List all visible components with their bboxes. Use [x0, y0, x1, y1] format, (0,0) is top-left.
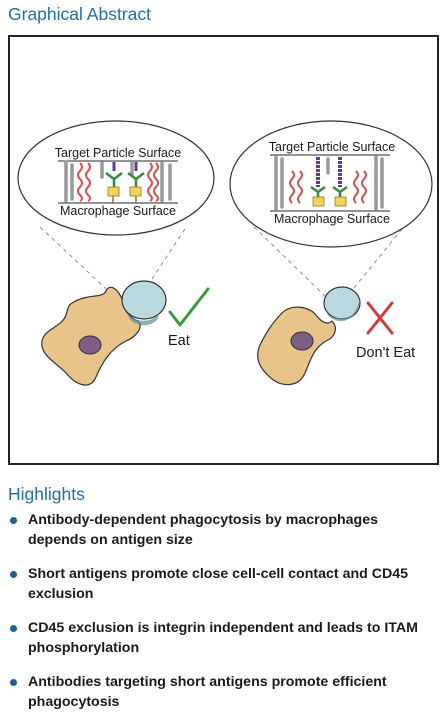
highlight-line: phagocytosis: [28, 694, 120, 710]
highlight-item: Antibody-dependent phagocytosis by macro…: [8, 510, 438, 550]
highlight-line: CD45 exclusion is integrin independent a…: [28, 620, 418, 636]
right-target-particle: [323, 286, 361, 320]
left-target-surface-label: Target Particle Surface: [55, 146, 181, 160]
cd45-molecules: [289, 170, 367, 204]
highlights-list: Antibody-dependent phagocytosis by macro…: [8, 510, 438, 726]
left-target-particle: [121, 280, 167, 320]
checkmark-icon: [168, 287, 210, 327]
graphical-abstract-diagram: Target Particle Surface Macrophage Surfa…: [17, 120, 433, 386]
right-target-surface-label: Target Particle Surface: [269, 140, 395, 154]
right-zoom-panel: Target Particle Surface Macrophage Surfa…: [229, 120, 433, 386]
bullet-icon: [10, 679, 17, 686]
highlight-line: Antibodies targeting short antigens prom…: [28, 674, 387, 690]
left-macrophage-surface-label: Macrophage Surface: [60, 204, 176, 218]
left-particle-shadow: [128, 313, 159, 326]
zoom-inset-ellipse: [229, 120, 433, 248]
bullet-icon: [10, 517, 17, 524]
right-nucleus: [290, 331, 314, 351]
bullet-icon: [10, 571, 17, 578]
highlight-item: Antibodies targeting short antigens prom…: [8, 672, 438, 712]
antibody-complex: [105, 162, 145, 203]
glycocalyx: [64, 160, 172, 203]
left-nucleus: [78, 335, 102, 355]
highlight-line: Antibody-dependent phagocytosis by macro…: [28, 512, 379, 528]
zoom-line: [253, 226, 329, 300]
glycocalyx: [274, 155, 384, 211]
right-particle-shadow: [326, 299, 360, 322]
right-macrophage-surface-label: Macrophage Surface: [274, 212, 390, 226]
highlight-line: phosphorylation: [28, 640, 140, 656]
highlights-title: Highlights: [8, 484, 85, 504]
highlight-line: exclusion: [28, 586, 94, 602]
bullet-icon: [10, 625, 17, 632]
highlight-line: Short antigens promote close cell-cell c…: [28, 566, 409, 582]
graphical-abstract-figure: Target Particle Surface Macrophage Surfa…: [8, 35, 439, 465]
highlight-item: Short antigens promote close cell-cell c…: [8, 564, 438, 604]
left-outcome-label: Eat: [168, 333, 190, 349]
highlight-line: depends on antigen size: [28, 532, 193, 548]
antibody-complex: [310, 157, 348, 207]
cd45-molecules: [77, 162, 159, 202]
x-mark-icon: [366, 301, 394, 335]
right-outcome-label: Don't Eat: [356, 345, 415, 361]
highlight-item: CD45 exclusion is integrin independent a…: [8, 618, 438, 658]
zoom-line: [344, 228, 403, 300]
graphical-abstract-title: Graphical Abstract: [8, 4, 151, 24]
left-zoom-panel: Target Particle Surface Macrophage Surfa…: [17, 120, 215, 386]
